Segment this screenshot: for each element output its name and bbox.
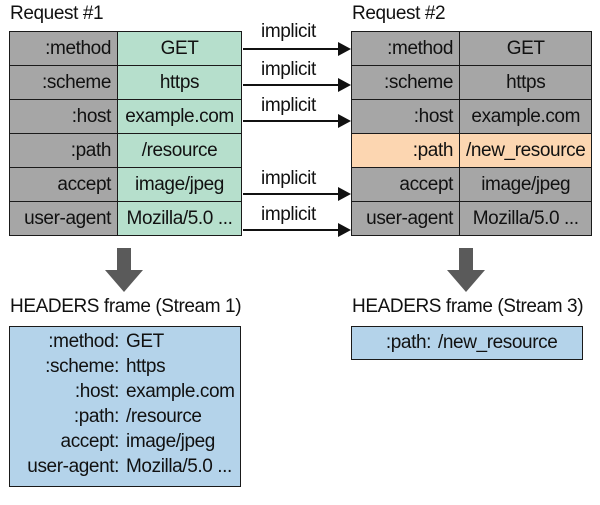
arrow-head-icon: [338, 187, 351, 201]
header-value: example.com: [458, 99, 593, 134]
arrow-head-icon: [338, 42, 351, 56]
implicit-label: implicit: [261, 204, 316, 225]
header-name: accept: [9, 167, 118, 202]
header-name: :method: [9, 31, 118, 66]
frame-header-value: example.com: [126, 381, 235, 402]
request2-title: Request #2: [352, 3, 446, 24]
frame-header-name: :scheme:: [45, 356, 119, 377]
header-name: :host: [9, 99, 118, 134]
headers-frame-stream1: :method: GET :scheme: https :host: example.…: [9, 326, 241, 487]
header-value: image/jpeg: [458, 167, 593, 202]
header-name: :host: [351, 99, 460, 134]
implicit-label: implicit: [261, 59, 316, 80]
header-name: user-agent: [9, 201, 118, 236]
frame-row: :path: /resource: [10, 405, 202, 429]
frame-row: :host: example.com: [10, 380, 235, 404]
header-value: image/jpeg: [117, 167, 242, 202]
arrow-head-icon: [338, 223, 351, 237]
frame-header-value: /resource: [126, 406, 202, 427]
frame-header-value: /new_resource: [438, 332, 558, 353]
implicit-label: implicit: [261, 168, 316, 189]
frame2-title: HEADERS frame (Stream 3): [352, 296, 584, 317]
header-value: https: [117, 65, 242, 100]
down-arrow-icon: [105, 248, 143, 292]
request1-title: Request #1: [10, 3, 104, 24]
frame-header-value: GET: [126, 331, 164, 352]
header-value: GET: [458, 31, 593, 66]
header-name: :scheme: [351, 65, 460, 100]
headers-frame-stream3: :path: /new_resource: [351, 326, 583, 360]
frame-row: :scheme: https: [10, 355, 165, 379]
frame-header-value: Mozilla/5.0 ...: [126, 456, 232, 477]
frame-header-name: :path:: [385, 332, 432, 353]
frame-row: accept: image/jpeg: [10, 430, 216, 454]
header-name: :method: [351, 31, 460, 66]
frame-header-name: :method:: [48, 331, 119, 352]
down-arrow-icon: [447, 248, 485, 292]
header-value: Mozilla/5.0 ...: [117, 201, 242, 236]
frame-row: :method: GET: [10, 330, 164, 354]
frame-header-name: user-agent:: [27, 456, 119, 477]
header-name: accept: [351, 167, 460, 202]
header-name: :path: [9, 133, 118, 168]
header-value: GET: [117, 31, 242, 66]
frame-header-name: :host:: [74, 381, 119, 402]
implicit-label: implicit: [261, 95, 316, 116]
arrow-head-icon: [338, 78, 351, 92]
implicit-label: implicit: [261, 21, 316, 42]
header-value: example.com: [117, 99, 242, 134]
arrow-head-icon: [338, 114, 351, 128]
frame1-title: HEADERS frame (Stream 1): [10, 296, 242, 317]
header-value: Mozilla/5.0 ...: [458, 201, 593, 236]
frame-row: :path: /new_resource: [352, 331, 558, 355]
frame-header-value: https: [126, 356, 166, 377]
frame-header-name: :path:: [73, 406, 120, 427]
frame-header-name: accept:: [60, 431, 120, 452]
frame-header-value: image/jpeg: [126, 431, 215, 452]
header-value: /new_resource: [458, 133, 593, 168]
header-name: :scheme: [9, 65, 118, 100]
frame-row: user-agent: Mozilla/5.0 ...: [10, 455, 232, 479]
